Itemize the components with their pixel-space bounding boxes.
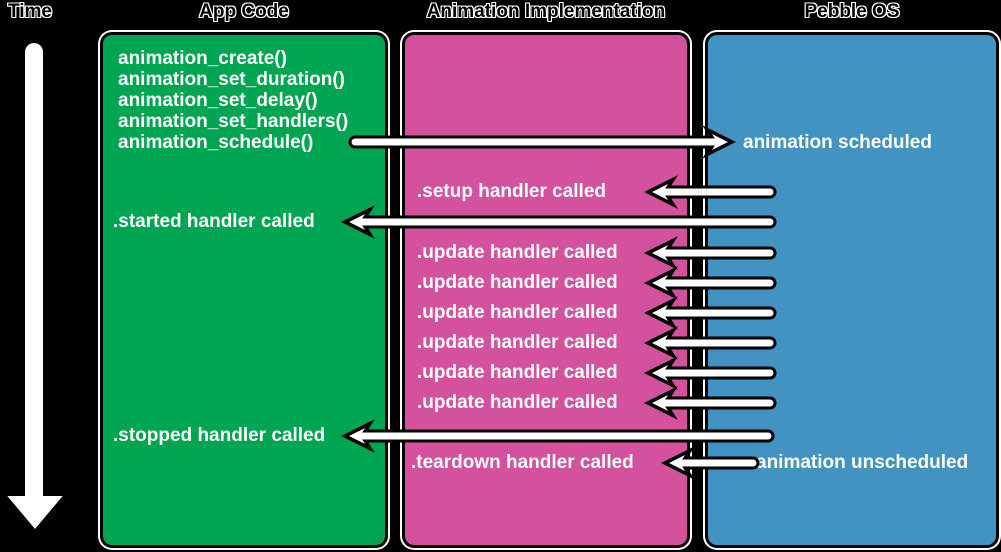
update-handler-label: .update handler called — [417, 362, 618, 383]
api-call: animation_create() — [118, 48, 287, 69]
api-call: animation_schedule() — [118, 132, 314, 153]
teardown-handler-label: .teardown handler called — [411, 452, 634, 473]
animation-unscheduled-label: animation unscheduled — [756, 452, 969, 473]
setup-handler-label: .setup handler called — [417, 181, 606, 202]
api-call: animation_set_duration() — [118, 69, 345, 90]
animation-implementation-box — [402, 32, 690, 548]
api-call: animation_set_handlers() — [118, 111, 349, 132]
update-handler-label: .update handler called — [417, 332, 618, 353]
started-handler-label: .started handler called — [113, 211, 315, 232]
stopped-handler-label: .stopped handler called — [113, 425, 326, 446]
update-handler-label: .update handler called — [417, 272, 618, 293]
header-pebble-os: Pebble OS — [803, 0, 900, 23]
update-handler-label: .update handler called — [417, 242, 618, 263]
time-arrow — [0, 39, 72, 536]
update-handler-label: .update handler called — [417, 302, 618, 323]
animation-scheduled-label: animation scheduled — [743, 132, 932, 153]
header-animation-implementation: Animation Implementation — [426, 0, 667, 23]
api-call: animation_set_delay() — [118, 90, 318, 111]
api-call-list: animation_create() animation_set_duratio… — [118, 48, 348, 153]
app-code-box — [100, 32, 388, 548]
header-time: Time — [7, 0, 53, 23]
update-handler-label: .update handler called — [417, 392, 618, 413]
header-app-code: App Code — [198, 0, 290, 23]
